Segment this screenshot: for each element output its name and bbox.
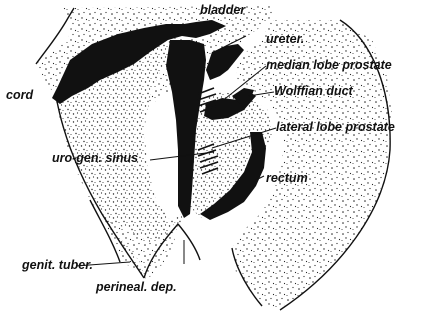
label-bladder: bladder [200,3,245,17]
label-median-lobe: median lobe prostate [266,58,392,72]
label-wolffian-duct: Wolffian duct [274,84,353,98]
label-perineal-dep: perineal. dep. [96,280,177,294]
label-urogen-sinus: uro-gen. sinus [52,151,138,165]
label-cord: cord [6,88,33,102]
label-rectum: rectum [266,171,308,185]
label-genit-tuber: genit. tuber. [22,258,93,272]
label-ureter: ureter. [266,32,304,46]
label-lateral-lobe: lateral lobe prostate [276,120,395,134]
